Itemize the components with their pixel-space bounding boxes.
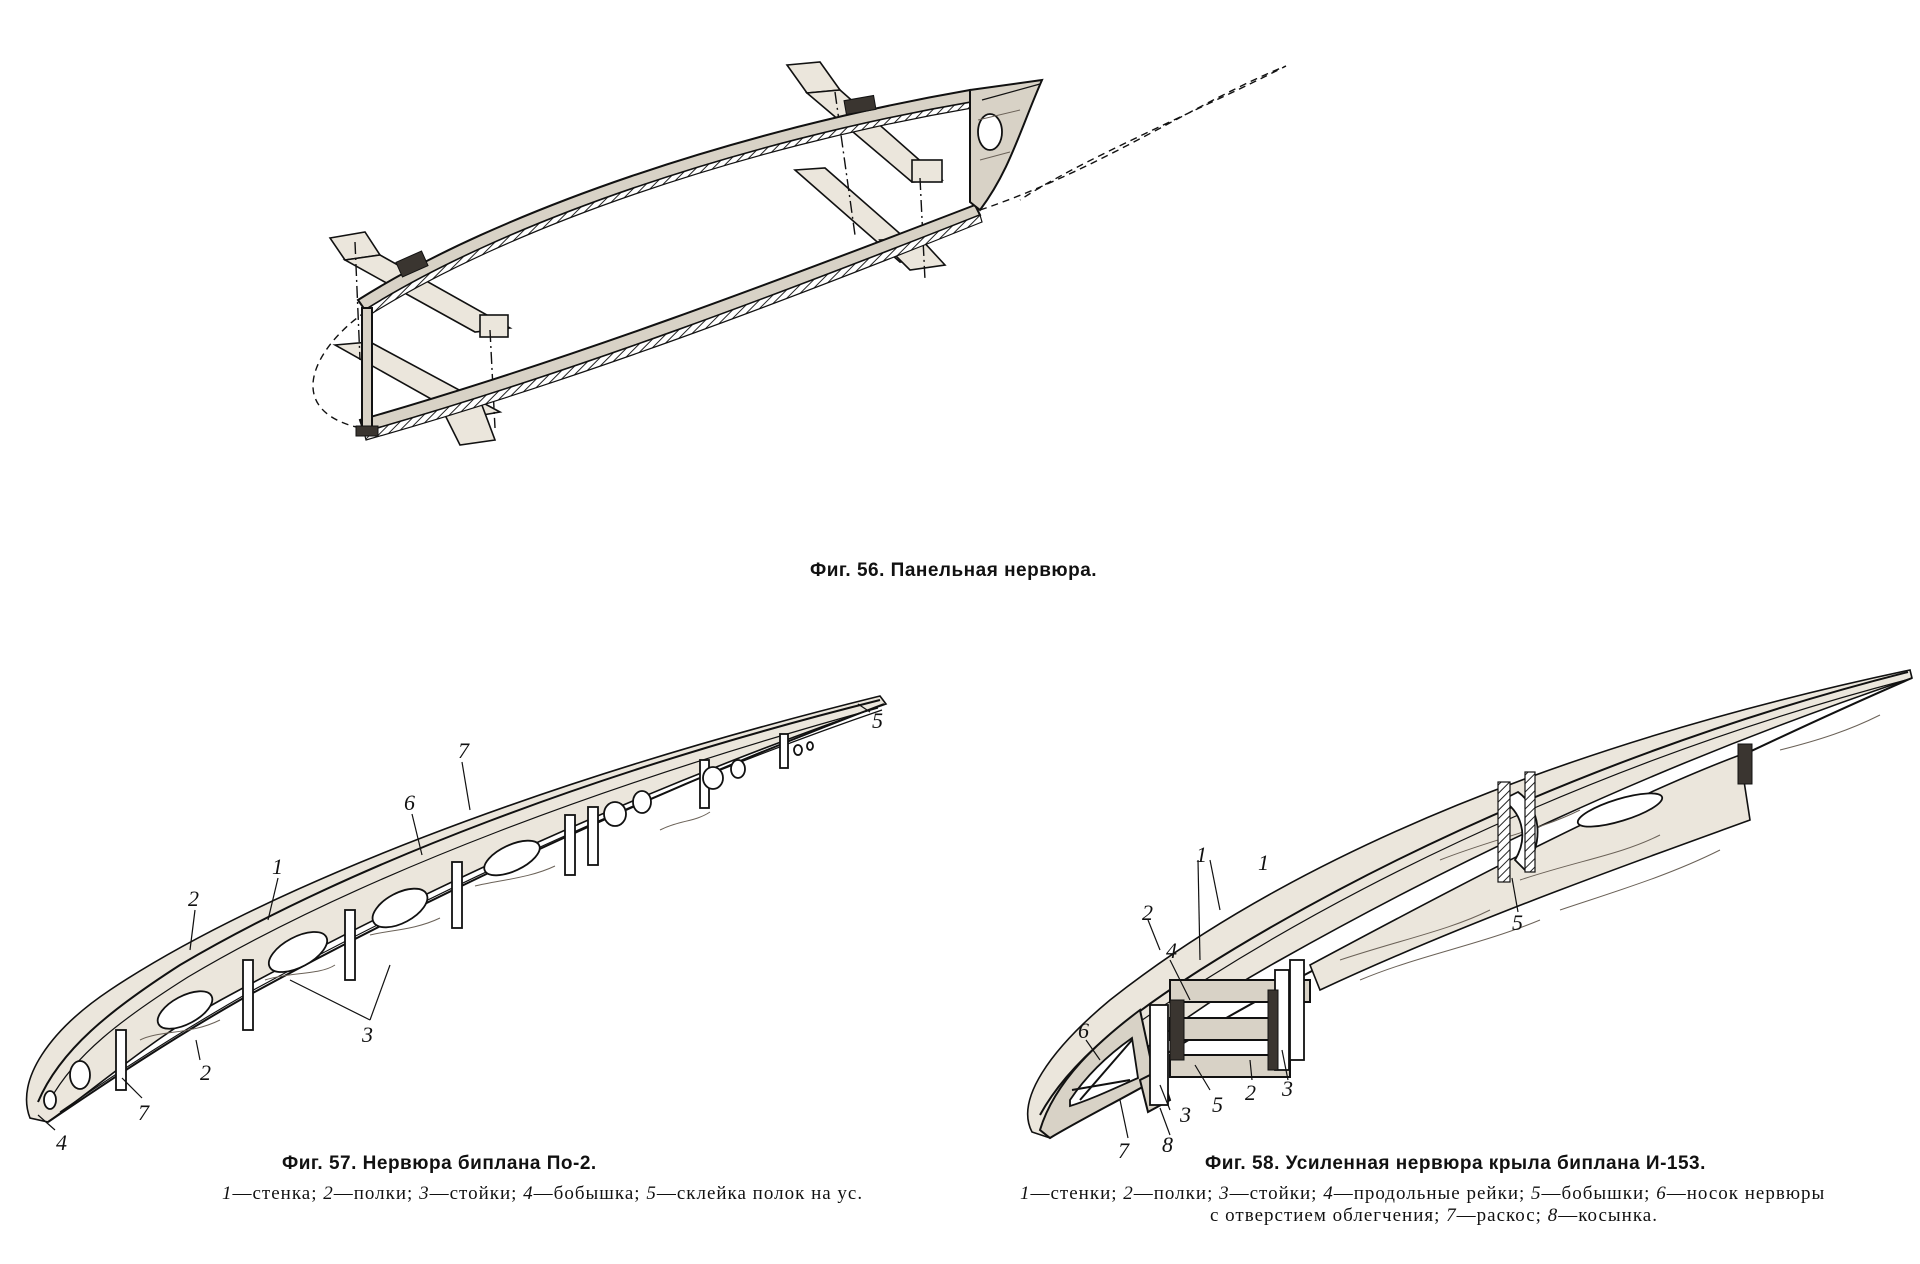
fig57-legend-num-4: 4 [523,1183,534,1204]
fig58-callout-4: 4 [1166,938,1177,963]
fig57-leaders [37,703,871,1131]
fig58-callout-5a: 5 [1212,1092,1223,1117]
fig58-leaders [1085,859,1519,1139]
fig58-legend-text-3: —стойки; [1229,1183,1324,1204]
fig57-callout-2b: 2 [200,1060,211,1085]
fig58-legend-num-4: 4 [1323,1183,1334,1204]
fig58-callout-5b: 5 [1512,910,1523,935]
fig58-callout-3b: 3 [1179,1102,1191,1127]
fig56-drawing [312,61,1287,446]
fig56-tail-outline [979,65,1287,211]
fig58-drawing: 1 1 2 2 3 3 4 5 5 6 7 8 [1027,669,1913,1163]
fig56-rear-panel [969,78,1044,212]
fig58-diagonal-brace [1079,1039,1133,1101]
fig58-callout-2a: 2 [1142,900,1153,925]
fig57-legend-num-3: 3 [419,1183,430,1204]
fig57-legend: 1—стенка; 2—полки; 3—стойки; 4—бобышка; … [222,1183,863,1205]
fig57-callout-3: 3 [361,1022,373,1047]
fig58-legend-text-6: —носок нервюры [1666,1183,1826,1204]
fig57-legend-text-4: —бобышка; [533,1183,647,1204]
fig57-callout-2a: 2 [188,886,199,911]
fig57-legend-text-3: —стойки; [429,1183,524,1204]
fig58-spar-box [1149,959,1311,1106]
fig57-callout-1: 1 [272,854,283,879]
fig58-wood-grain [1339,714,1881,981]
fig57-legend-text-1: —стенка; [232,1183,324,1204]
fig58-callout-1a: 1 [1196,842,1207,867]
fig58-legend-text-5: —бобышки; [1541,1183,1657,1204]
fig58-trailing-block [1737,743,1753,785]
fig57-lightening-holes [43,741,814,1110]
fig57-callout-6: 6 [404,790,415,815]
fig58-callout-1b: 1 [1258,850,1269,875]
fig58-callout-3a: 3 [1281,1076,1293,1101]
fig57-upper-cap [37,699,881,1103]
fig58-callout-7: 7 [1118,1138,1130,1163]
fig58-callout-6: 6 [1078,1018,1089,1043]
fig57-legend-num-2: 2 [323,1183,334,1204]
fig57-legend-num-5: 5 [646,1183,657,1204]
fig58-legend-text-6b: с отверстием облегчения; [1210,1205,1447,1226]
fig57-struts [115,733,789,1091]
fig57-legend-text-2: —полки; [333,1183,420,1204]
fig58-rear-spar-cutout [1497,771,1539,883]
fig57-caption: Фиг. 57. Нервюра биплана По-2. [282,1153,597,1174]
fig58-legend-text-4: —продольные рейки; [1333,1183,1532,1204]
fig58-legend-num-8: 8 [1547,1205,1559,1226]
fig58-callout-2b: 2 [1245,1080,1256,1105]
fig58-legend-num-6: 6 [1656,1183,1667,1204]
fig58-legend-num-7: 7 [1446,1205,1457,1226]
fig58-legend: 1—стенки; 2—полки; 3—стойки; 4—продольны… [1020,1183,1920,1227]
fig58-legend-num-3: 3 [1219,1183,1230,1204]
fig58-legend-line-1: 1—стенки; 2—полки; 3—стойки; 4—продольны… [1020,1183,1920,1205]
fig56-front-post [361,307,373,433]
fig58-lightening-slot [1576,792,1664,828]
fig57-rib-body [25,695,888,1123]
fig57-callout-7a: 7 [458,738,470,763]
fig58-legend-text-2: —полки; [1133,1183,1220,1204]
fig57-drawing: 1 2 2 3 4 5 6 7 7 [25,695,888,1155]
fig57-legend-num-1: 1 [222,1183,233,1204]
fig58-legend-num-1: 1 [1020,1183,1031,1204]
fig56-caption: Фиг. 56. Панельная нервюра. [810,560,1098,581]
fig57-callout-5: 5 [872,708,883,733]
fig58-callout-8: 8 [1162,1132,1173,1157]
fig58-legend-line-2: с отверстием облегчения; 7—раскос; 8—кос… [1020,1205,1920,1227]
fig58-legend-num-5: 5 [1531,1183,1542,1204]
fig57-wood-grain [139,811,711,1041]
fig57-legend-text-5: —склейка полок на ус. [656,1183,864,1204]
fig56-cap-splice [395,250,429,278]
fig58-caption: Фиг. 58. Усиленная нервюра крыла биплана… [1205,1153,1706,1174]
fig58-legend-num-2: 2 [1123,1183,1134,1204]
fig57-lower-cap [47,703,885,1123]
fig58-legend-text-8: —косынка. [1558,1205,1658,1226]
fig57-callout-4: 4 [56,1130,67,1155]
fig58-legend-text-7: —раскос; [1456,1205,1548,1226]
fig56-lightening-hole [977,113,1003,151]
fig58-legend-text-1: —стенки; [1030,1183,1124,1204]
fig57-callout-7b: 7 [138,1100,150,1125]
